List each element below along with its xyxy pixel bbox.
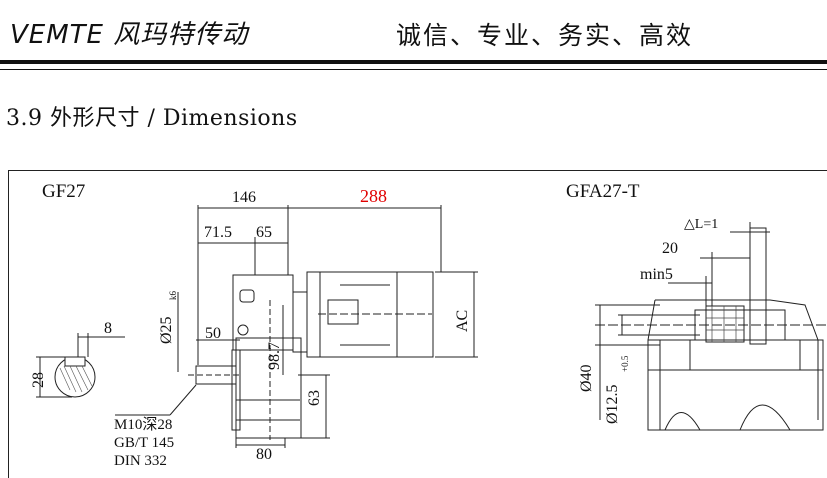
dim-71-5: 71.5 xyxy=(204,224,232,241)
dim-63: 63 xyxy=(306,390,323,406)
hollow-shaft-housing-outline xyxy=(655,299,819,420)
thread-note-line-1: M10深28 xyxy=(114,417,173,433)
dim-d25-tolerance: k6 xyxy=(168,291,178,300)
header-rule-thick xyxy=(0,60,827,64)
brand-logo-text: VEMTE 风玛特传动 xyxy=(10,20,249,50)
section-title: 3.9 外形尺寸 / Dimensions xyxy=(6,106,298,131)
dim-20: 20 xyxy=(662,240,678,257)
dim-min5: min5 xyxy=(640,266,673,283)
dim-8: 8 xyxy=(104,320,112,337)
dim-d12-5-tolerance: +0.5 xyxy=(620,355,630,372)
slogan: 诚信、专业、务实、高效 xyxy=(396,21,694,50)
gear-housing-lower xyxy=(235,337,302,439)
thread-note: M10深28 GB/T 145 DIN 332 xyxy=(114,416,174,470)
dim-28: 28 xyxy=(30,372,47,388)
thread-note-line-3: DIN 332 xyxy=(114,453,167,469)
dim-ac: AC xyxy=(454,309,471,332)
drawing-frame xyxy=(8,170,827,478)
dim-98-7: 98.7 xyxy=(266,342,283,370)
dim-d25: Ø25 xyxy=(158,316,175,344)
dim-delta-l: △L=1 xyxy=(684,217,719,232)
dim-50: 50 xyxy=(205,325,221,342)
tension-rod xyxy=(749,227,767,345)
dim-65: 65 xyxy=(256,224,272,241)
dim-d40: Ø40 xyxy=(578,364,595,392)
dim-146: 146 xyxy=(232,189,256,206)
gear-housing-upper xyxy=(232,274,294,351)
dim-d12-5: Ø12.5 xyxy=(604,384,621,424)
dim-80: 80 xyxy=(256,446,272,463)
model-label-gf27: GF27 xyxy=(42,181,86,202)
dim-288: 288 xyxy=(360,186,387,206)
header-rule-thin xyxy=(0,69,827,70)
thread-note-line-2: GB/T 145 xyxy=(114,435,175,451)
model-label-gfa27t: GFA27-T xyxy=(566,181,640,202)
